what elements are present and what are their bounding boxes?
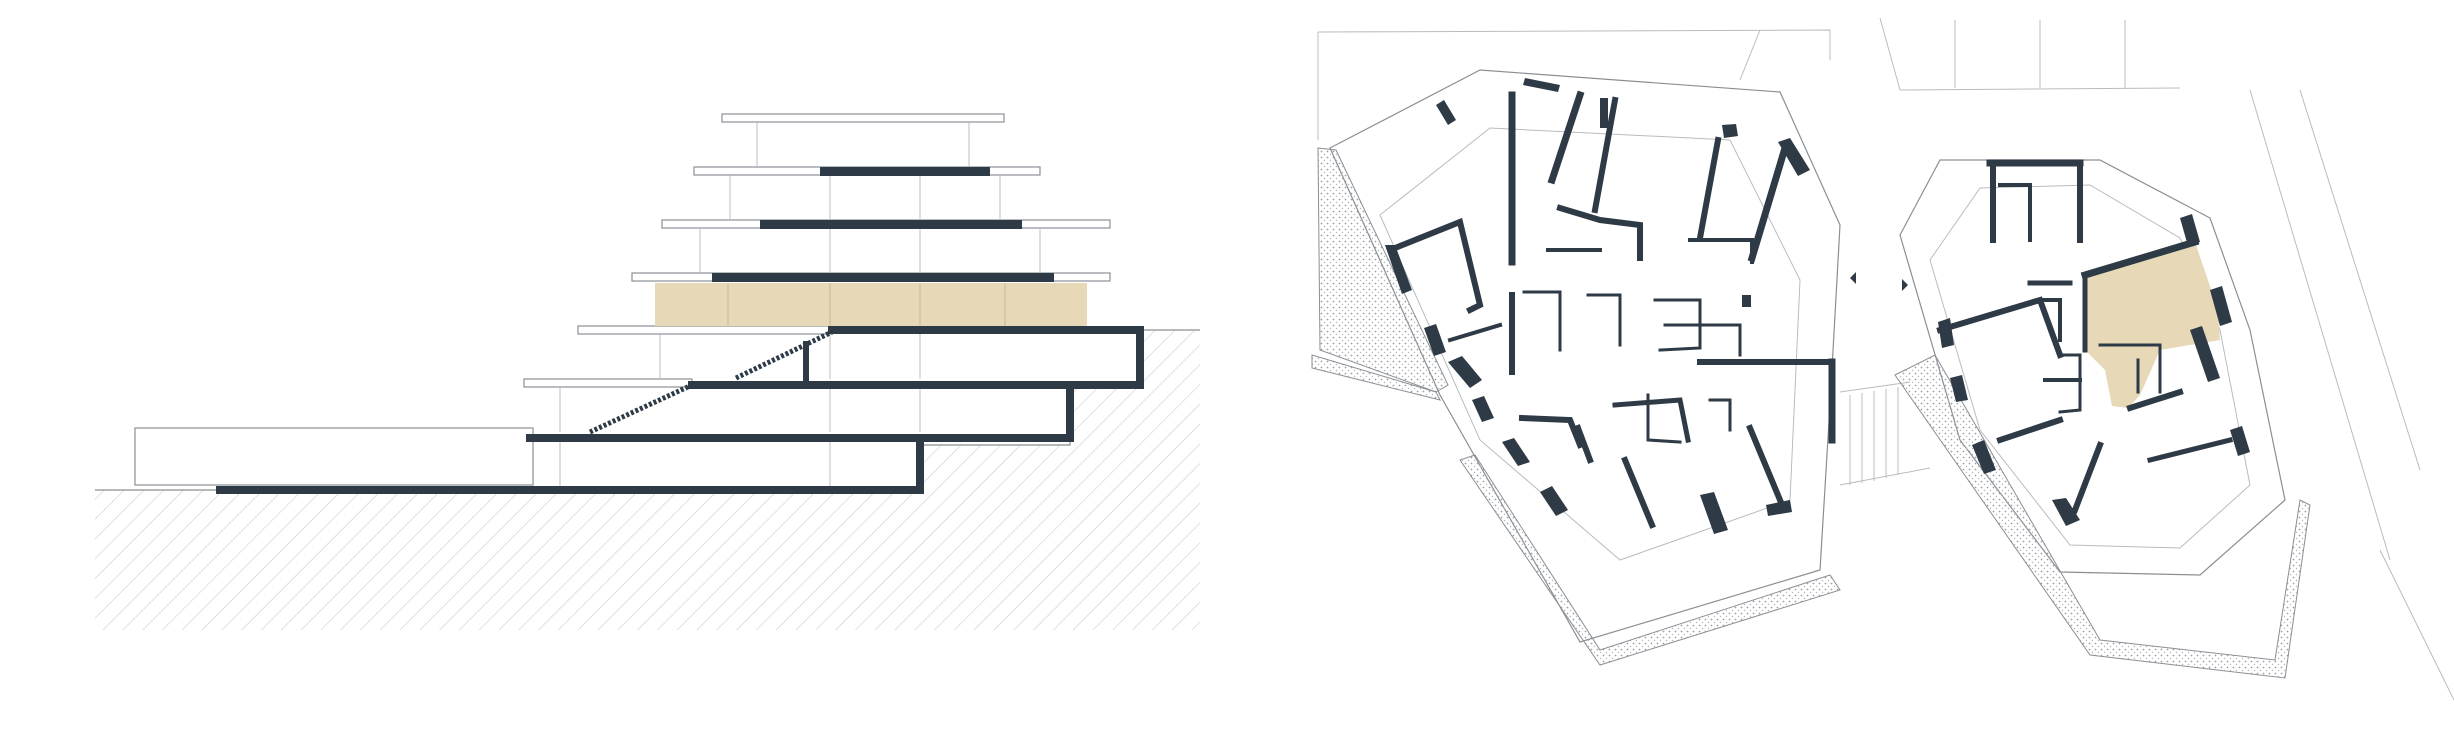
floor-plan-view	[1311, 17, 2454, 701]
arrow-left	[1850, 272, 1856, 284]
highlighted-unit-section	[655, 283, 1087, 326]
stair-upper	[734, 329, 834, 381]
structural-slab-top	[820, 167, 990, 176]
base-block	[134, 427, 534, 486]
structural-slab-2	[760, 220, 1022, 229]
structural-slab-3	[712, 273, 1054, 282]
building-b-inner	[1929, 184, 2251, 549]
section-columns	[559, 122, 1041, 490]
terrace-slab-2	[523, 378, 693, 388]
connector	[1839, 381, 1931, 486]
highlight-divisions	[727, 283, 1006, 326]
building-b-walls	[1936, 159, 2250, 526]
gravel-strip-lower-left	[1311, 354, 1441, 401]
basement-box-mid	[526, 381, 1074, 442]
section-view	[95, 113, 1200, 630]
terrace-slab-7	[721, 113, 1005, 123]
basement-box-lower	[216, 434, 924, 494]
gravel-strip-b	[1894, 354, 2311, 679]
building-a-walls	[1385, 78, 1836, 534]
highlighted-unit-plan	[2085, 242, 2220, 408]
gravel-strip-left	[1317, 147, 1449, 393]
terrace-slab-3	[577, 325, 833, 335]
site-lines	[1317, 17, 2454, 701]
stair-lower	[588, 382, 694, 435]
building-a-inner	[1379, 127, 1801, 561]
arrow-right	[1902, 279, 1908, 291]
ground-hatch	[95, 330, 1200, 630]
gravel-strip-bottom-a	[1459, 454, 1841, 666]
basement-box-upper	[828, 326, 1144, 389]
